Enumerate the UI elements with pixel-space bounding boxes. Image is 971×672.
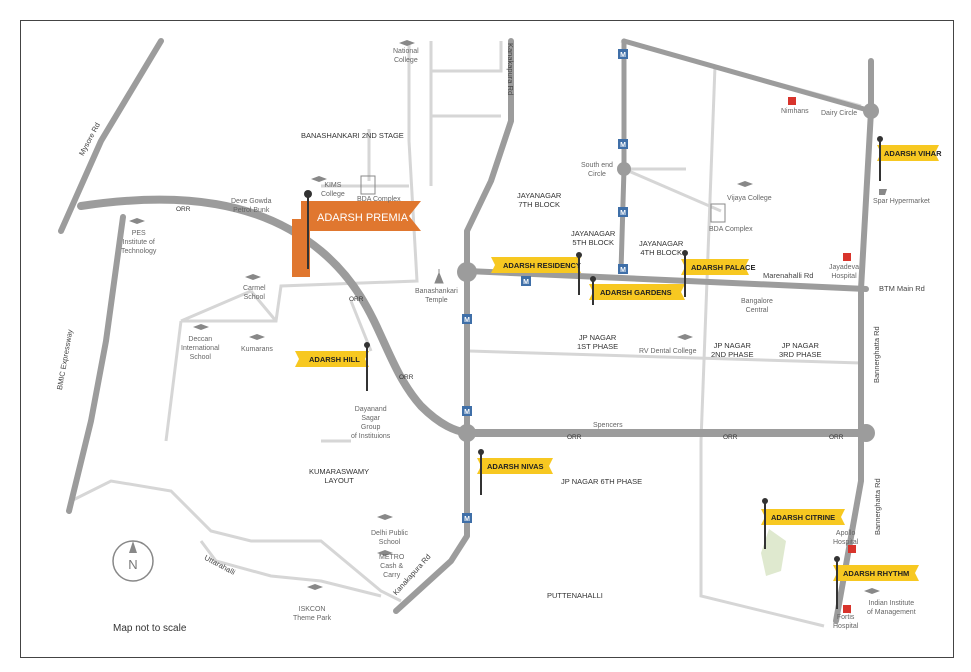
premia-label: ADARSH PREMIA (317, 212, 409, 224)
landmark-bda1: BDA Complex (357, 196, 401, 203)
temple-icon (434, 269, 444, 284)
area-puttenahalli: PUTTENAHALLI (547, 591, 603, 600)
svg-text:M: M (620, 52, 626, 59)
flag-nivas-label: ADARSH NIVAS (487, 462, 544, 471)
flag-rhythm: ADARSH RHYTHM (833, 556, 919, 609)
landmark-nimhans: Nimhans (781, 108, 809, 115)
road-kanakapura-top: Kanakapura Rd (506, 43, 515, 96)
landmark-rv-dental: RV Dental College (639, 348, 697, 355)
flag-palace-label: ADARSH PALACE (691, 263, 755, 272)
cart-icon (879, 189, 887, 195)
road-marenahalli: Marenahalli Rd (763, 271, 814, 280)
landmark-vijaya: Vijaya College (727, 195, 772, 202)
landmark-spencers: Spencers (593, 422, 623, 429)
svg-text:M: M (464, 317, 470, 324)
road-bannerghatta-top: Bannerghatta Rd (872, 326, 881, 383)
flag-hill: ADARSH HILL (295, 342, 370, 391)
flag-vihar-label: ADARSH VIHAR (884, 149, 942, 158)
svg-text:ORR: ORR (176, 206, 191, 213)
svg-text:ORR: ORR (829, 434, 844, 441)
svg-text:M: M (620, 267, 626, 274)
major-roads (58, 38, 874, 624)
hospital-icons (788, 97, 856, 613)
road-bannerghatta-bottom: Bannerghatta Rd (873, 478, 882, 535)
svg-text:M: M (620, 142, 626, 149)
landmark-bda2: BDA Complex (709, 226, 753, 233)
svg-text:M: M (464, 516, 470, 523)
scale-note: Map not to scale (113, 623, 187, 634)
map-frame: M M M M M M M M ORR ORR ORR ORR ORR ORR (20, 20, 954, 658)
flag-citrine-label: ADARSH CITRINE (771, 513, 835, 522)
flag-vihar: ADARSH VIHAR (877, 136, 942, 181)
compass-letter: N (128, 557, 137, 572)
svg-text:ORR: ORR (723, 434, 738, 441)
flag-gardens-label: ADARSH GARDENS (600, 288, 672, 297)
landmark-kumarans: Kumarans (241, 346, 273, 353)
flag-rhythm-label: ADARSH RHYTHM (843, 569, 909, 578)
metro-markers (462, 49, 628, 523)
landmark-dairy: Dairy Circle (821, 110, 858, 117)
premia-marker: ADARSH PREMIA (292, 190, 421, 277)
flag-hill-label: ADARSH HILL (309, 355, 360, 364)
building-icons (360, 175, 726, 223)
flag-palace: ADARSH PALACE (681, 250, 755, 297)
flag-residency-label: ADARSH RESIDENCY (503, 261, 581, 270)
svg-text:M: M (523, 279, 529, 286)
map-canvas: M M M M M M M M ORR ORR ORR ORR ORR ORR (58, 38, 942, 628)
college-icons (129, 40, 880, 594)
area-jpnagar6: JP NAGAR 6TH PHASE (561, 477, 643, 486)
flag-gardens: ADARSH GARDENS (589, 276, 685, 305)
park (761, 529, 786, 576)
area-banashankari: BANASHANKARI 2ND STAGE (301, 131, 404, 140)
svg-text:M: M (620, 210, 626, 217)
svg-text:ORR: ORR (349, 296, 364, 303)
landmark-spar: Spar Hypermarket (873, 198, 930, 205)
junction-circles (457, 103, 879, 442)
svg-text:M: M (464, 409, 470, 416)
metro-letters: M M M M M M M M (464, 52, 626, 523)
flag-citrine: ADARSH CITRINE (761, 498, 845, 549)
road-btm: BTM Main Rd (879, 284, 925, 293)
compass-icon: N (112, 540, 154, 582)
flag-nivas: ADARSH NIVAS (477, 449, 553, 495)
orr-labels: ORR ORR ORR ORR ORR ORR (176, 206, 844, 441)
flag-residency: ADARSH RESIDENCY (491, 252, 582, 295)
svg-text:ORR: ORR (567, 434, 582, 441)
svg-text:ORR: ORR (399, 374, 414, 381)
